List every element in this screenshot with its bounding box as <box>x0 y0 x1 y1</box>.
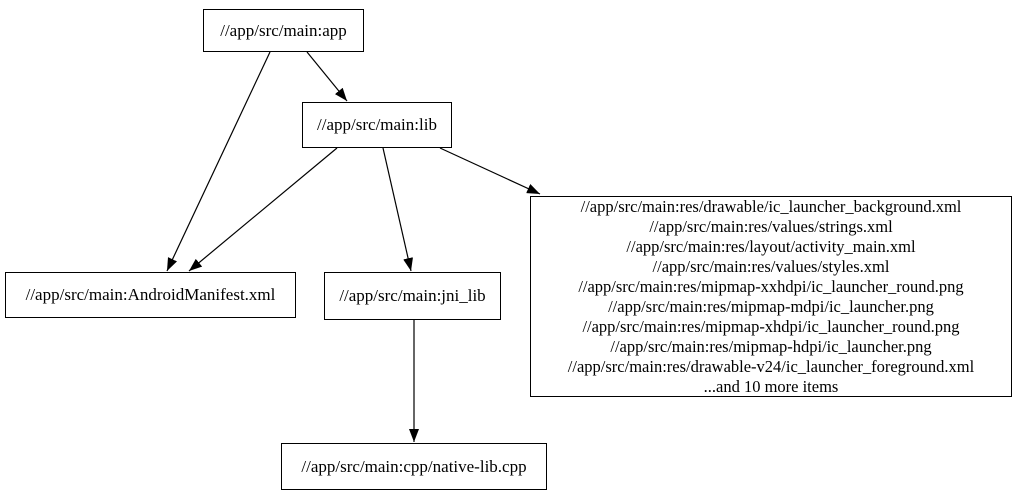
res-file-line: //app/src/main:res/drawable-v24/ic_launc… <box>567 356 975 376</box>
edge-lib-to-res-files <box>439 147 541 195</box>
node-app-label: //app/src/main:app <box>220 20 347 40</box>
node-app: //app/src/main:app <box>203 9 364 52</box>
res-file-line: //app/src/main:res/mipmap-xhdpi/ic_launc… <box>582 316 960 336</box>
edge-lib-to-android-manifest <box>188 147 338 272</box>
node-jni-lib: //app/src/main:jni_lib <box>324 272 501 320</box>
node-jni-lib-label: //app/src/main:jni_lib <box>339 286 486 305</box>
res-file-line: //app/src/main:res/mipmap-mdpi/ic_launch… <box>608 296 934 316</box>
edge-app-to-lib <box>306 51 348 102</box>
res-file-line: //app/src/main:res/values/styles.xml <box>652 256 890 276</box>
node-android-manifest-label: //app/src/main:AndroidManifest.xml <box>25 285 276 304</box>
node-res-files: //app/src/main:res/drawable/ic_launcher_… <box>530 196 1012 397</box>
res-file-line: //app/src/main:res/layout/activity_main.… <box>626 236 916 256</box>
edge-app-to-android-manifest <box>166 51 271 272</box>
res-file-line: //app/src/main:res/mipmap-xxhdpi/ic_laun… <box>578 276 964 296</box>
node-lib: //app/src/main:lib <box>302 102 452 148</box>
node-lib-label: //app/src/main:lib <box>317 115 437 134</box>
res-file-line: //app/src/main:res/values/strings.xml <box>649 216 893 236</box>
edge-lib-to-jni-lib <box>382 147 413 272</box>
res-file-line: //app/src/main:res/mipmap-hdpi/ic_launch… <box>610 336 932 356</box>
node-native-lib-cpp-label: //app/src/main:cpp/native-lib.cpp <box>301 456 527 476</box>
node-native-lib-cpp: //app/src/main:cpp/native-lib.cpp <box>281 443 547 490</box>
node-android-manifest: //app/src/main:AndroidManifest.xml <box>5 272 296 318</box>
res-file-line: //app/src/main:res/drawable/ic_launcher_… <box>580 196 962 216</box>
res-more-items-line: ...and 10 more items <box>703 376 839 396</box>
